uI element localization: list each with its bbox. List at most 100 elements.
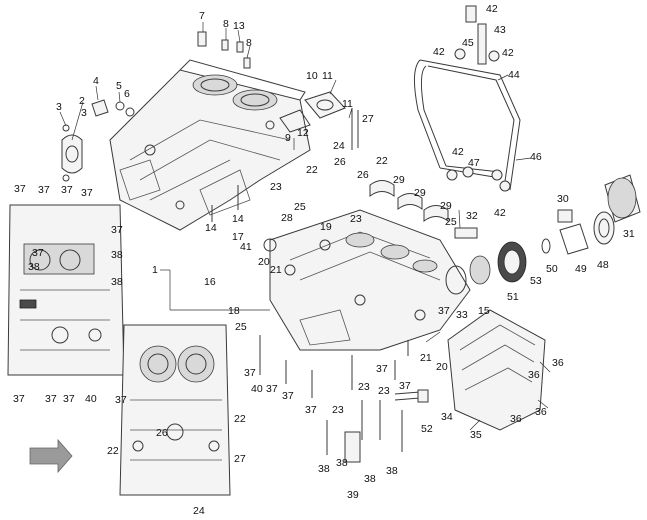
callout-38: 38 xyxy=(364,473,376,485)
callout-3: 3 xyxy=(56,101,62,113)
oil-hose-assembly xyxy=(414,5,521,192)
callout-29: 29 xyxy=(393,174,405,186)
callout-32: 32 xyxy=(466,210,478,222)
callout-labels: 7 8 13 8 4 5 6 3 2 3 10 11 11 12 9 27 42… xyxy=(13,3,635,517)
callout-17: 17 xyxy=(232,231,244,243)
callout-24: 24 xyxy=(193,505,205,517)
callout-23: 23 xyxy=(350,213,362,225)
callout-9: 9 xyxy=(285,132,291,144)
callout-37: 37 xyxy=(266,383,278,395)
callout-36: 36 xyxy=(510,413,522,425)
callout-37: 37 xyxy=(115,394,127,406)
callout-20: 20 xyxy=(258,256,270,268)
callout-49: 49 xyxy=(575,263,587,275)
crankcase-bottom-view xyxy=(119,324,231,496)
callout-42: 42 xyxy=(433,46,445,58)
callout-14: 14 xyxy=(232,213,244,225)
callout-38: 38 xyxy=(336,457,348,469)
callout-47: 47 xyxy=(468,157,480,169)
callout-41: 41 xyxy=(240,241,252,253)
through-bolts xyxy=(259,335,409,463)
callout-4: 4 xyxy=(93,75,99,87)
callout-14: 14 xyxy=(205,222,217,234)
upper-crankcase xyxy=(109,59,311,231)
callout-23: 23 xyxy=(332,404,344,416)
callout-37: 37 xyxy=(45,393,57,405)
callout-26: 26 xyxy=(334,156,346,168)
upper-bolts xyxy=(61,31,251,222)
callout-36: 36 xyxy=(528,369,540,381)
callout-11: 11 xyxy=(342,98,353,110)
callout-38: 38 xyxy=(386,465,398,477)
callout-27: 27 xyxy=(234,453,246,465)
callout-29: 29 xyxy=(414,187,426,199)
oil-filter-pump-stack xyxy=(445,174,641,295)
callout-37: 37 xyxy=(14,183,26,195)
callout-53: 53 xyxy=(530,275,542,287)
callout-51: 51 xyxy=(507,291,519,303)
callout-2: 2 xyxy=(79,95,85,107)
callout-25: 25 xyxy=(294,201,306,213)
callout-34: 34 xyxy=(441,411,453,423)
callout-38: 38 xyxy=(28,261,40,273)
callout-8: 8 xyxy=(223,18,229,30)
callout-38: 38 xyxy=(318,463,330,475)
callout-44: 44 xyxy=(508,69,520,81)
callout-23: 23 xyxy=(358,381,370,393)
callout-20: 20 xyxy=(436,361,448,373)
callout-12: 12 xyxy=(297,127,309,139)
callout-16: 16 xyxy=(204,276,216,288)
callout-38: 38 xyxy=(111,249,123,261)
callout-37: 37 xyxy=(61,184,73,196)
callout-13: 13 xyxy=(233,20,245,32)
callout-21: 21 xyxy=(420,352,432,364)
callout-7: 7 xyxy=(199,10,205,22)
callout-42: 42 xyxy=(502,47,514,59)
callout-45: 45 xyxy=(462,37,474,49)
callout-10: 10 xyxy=(306,70,318,82)
bearing-shells xyxy=(369,180,449,222)
callout-5: 5 xyxy=(116,80,122,92)
callout-37: 37 xyxy=(244,367,256,379)
callout-22: 22 xyxy=(234,413,246,425)
callout-42: 42 xyxy=(452,146,464,158)
crankcase-front-view xyxy=(7,204,125,376)
callout-29: 29 xyxy=(440,200,452,212)
callout-42: 42 xyxy=(494,207,506,219)
breather-cover xyxy=(279,91,359,150)
callout-35: 35 xyxy=(470,429,482,441)
callout-22: 22 xyxy=(376,155,388,167)
orientation-arrow-icon xyxy=(29,438,73,474)
callout-26: 26 xyxy=(156,427,168,439)
callout-37: 37 xyxy=(13,393,25,405)
callout-22: 22 xyxy=(306,164,318,176)
callout-37: 37 xyxy=(38,184,50,196)
callout-3: 3 xyxy=(81,107,87,119)
callout-39: 39 xyxy=(347,489,359,501)
callout-36: 36 xyxy=(535,406,547,418)
callout-23: 23 xyxy=(378,385,390,397)
callout-37: 37 xyxy=(63,393,75,405)
callout-25: 25 xyxy=(445,216,457,228)
callout-25: 25 xyxy=(235,321,247,333)
callout-1: 1 xyxy=(152,264,158,276)
callout-21: 21 xyxy=(270,264,282,276)
callout-40: 40 xyxy=(251,383,263,395)
callout-31: 31 xyxy=(623,228,635,240)
callout-37: 37 xyxy=(305,404,317,416)
callout-27: 27 xyxy=(362,113,374,125)
callout-30: 30 xyxy=(557,193,569,205)
callout-37: 37 xyxy=(81,187,93,199)
callout-26: 26 xyxy=(357,169,369,181)
callout-36: 36 xyxy=(552,357,564,369)
callout-37: 37 xyxy=(282,390,294,402)
callout-40: 40 xyxy=(85,393,97,405)
callout-52: 52 xyxy=(421,423,433,435)
callout-19: 19 xyxy=(320,221,332,233)
callout-38: 38 xyxy=(111,276,123,288)
callout-28: 28 xyxy=(281,212,293,224)
side-cover xyxy=(394,309,546,431)
callout-8: 8 xyxy=(246,37,252,49)
callout-6: 6 xyxy=(124,88,130,100)
